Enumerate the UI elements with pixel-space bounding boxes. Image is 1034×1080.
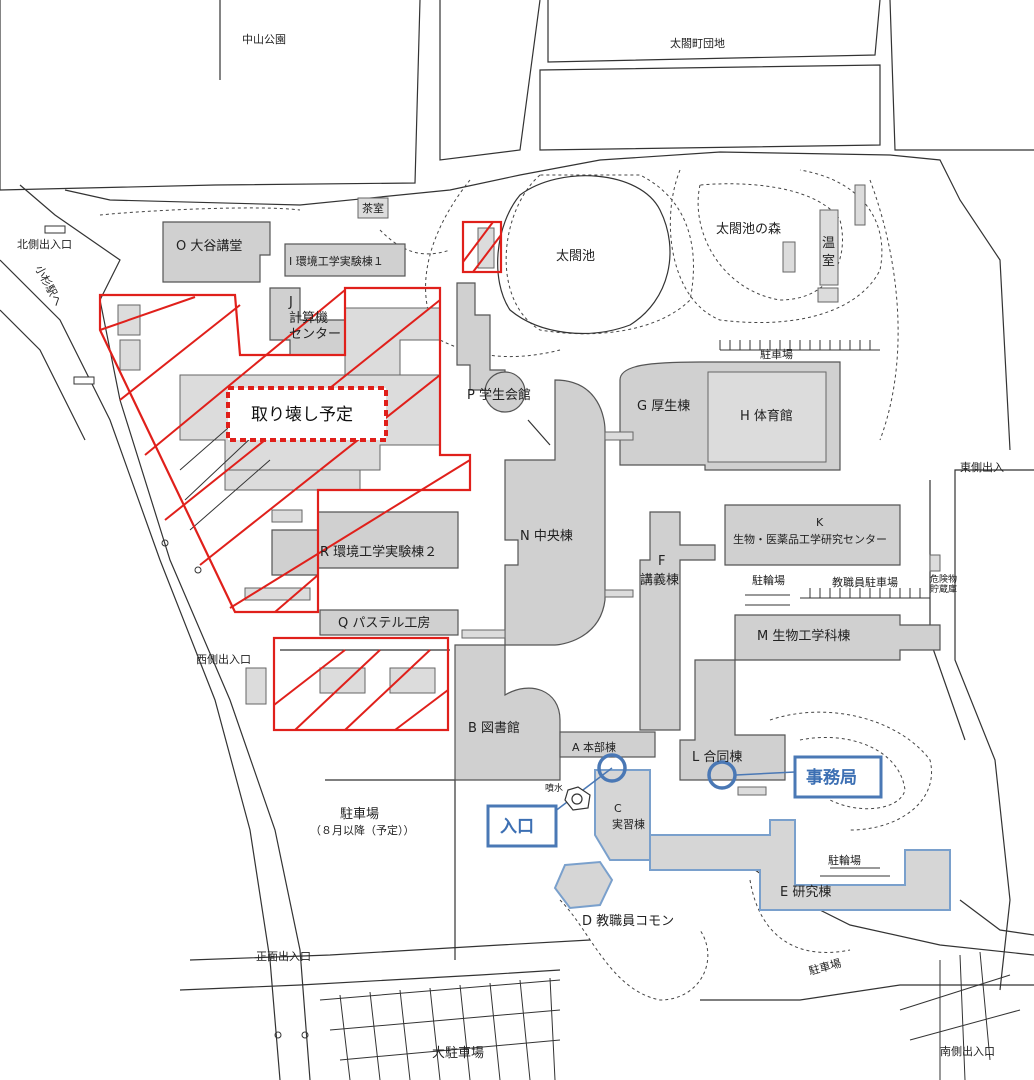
building-e-label: E 研究棟	[780, 885, 831, 900]
labels: 中山公園 太閤町団地 北側出入口 小杉駅へ 東側出入 西側出入口 正面出入口 南…	[17, 33, 1004, 1061]
building-a-label: A 本部棟	[572, 740, 616, 754]
kosugi-station-label: 小杉駅へ	[32, 263, 65, 308]
building-b-label: B 図書館	[468, 721, 520, 736]
big-parking-label: 大駐車場	[432, 1046, 484, 1061]
building-k-name: 生物・医薬品工学研究センター	[733, 532, 887, 546]
building-f-letter: F	[658, 554, 665, 569]
building-r-label: R 環境工学実験棟２	[320, 544, 437, 560]
building-j-name-1: 計算機	[289, 310, 328, 326]
nakayama-park-label: 中山公園	[242, 33, 286, 46]
demolition-label: 取り壊し予定	[251, 405, 353, 425]
bike-parking-e-label: 駐輪場	[828, 853, 861, 867]
building-j-letter: J	[288, 295, 293, 310]
city-blocks	[0, 0, 1034, 191]
building-l-label: L 合同棟	[692, 750, 742, 765]
north-entrance-label: 北側出入口	[17, 237, 72, 251]
building-f-name: 講義棟	[640, 572, 679, 588]
greenhouse-label-1: 温	[822, 236, 835, 251]
south-entrance-label: 南側出入口	[940, 1044, 995, 1058]
taiko-pond	[497, 175, 671, 334]
entrance-callout-label: 入口	[500, 817, 534, 837]
fountain-label: 噴水	[545, 782, 563, 794]
office-callout: 事務局	[793, 755, 883, 799]
entrance-callout: 入口	[486, 804, 558, 848]
building-j-name-2: センター	[289, 327, 341, 342]
office-callout-label: 事務局	[806, 767, 857, 788]
demolition-area	[98, 220, 503, 732]
taiko-forest-label: 太閤池の森	[716, 222, 781, 237]
building-m-label: M 生物工学科棟	[757, 628, 850, 644]
building-o-label: O 大谷講堂	[176, 238, 242, 254]
west-parking-label: 駐車場	[340, 807, 379, 822]
building-d-label: D 教職員コモン	[582, 913, 674, 929]
building-h-label: H 体育館	[740, 408, 793, 424]
gym-parking-label: 駐車場	[760, 347, 793, 361]
greenhouse-label-2: 室	[822, 253, 835, 269]
building-k-letter: K	[816, 516, 824, 529]
building-n-label: N 中央棟	[520, 529, 573, 544]
west-parking-note: （８月以降（予定））	[310, 823, 415, 837]
contour-lines	[99, 169, 932, 1001]
crossing-icon	[44, 225, 95, 385]
building-i-label: I 環境工学実験棟１	[289, 254, 384, 268]
hazard-storage-label-2: 貯蔵庫	[930, 583, 957, 595]
south-parking-label: 駐車場	[807, 956, 842, 978]
tea-room-label: 茶室	[362, 201, 384, 215]
building-q-label: Q パステル工房	[338, 615, 430, 631]
west-entrance-label: 西側出入口	[196, 652, 251, 666]
buildings-layer	[117, 184, 951, 911]
parking-stripes	[179, 340, 1021, 1080]
building-c-name: 実習棟	[612, 817, 645, 831]
east-entrance-label: 東側出入	[960, 460, 1004, 474]
fountain-icon	[564, 786, 591, 811]
building-c-letter: C	[614, 802, 622, 815]
front-entrance-label: 正面出入口	[256, 949, 311, 963]
taiko-danchi-label: 太閤町団地	[670, 37, 725, 50]
bike-parking-k-label: 駐輪場	[752, 573, 785, 587]
building-p-label: P 学生会館	[467, 387, 531, 403]
staff-parking-label: 教職員駐車場	[832, 575, 898, 589]
taiko-pond-label: 太閤池	[556, 249, 595, 264]
tree-icon	[161, 539, 309, 1039]
callout-lines	[549, 753, 796, 816]
hazard-storage-label-1: 危険物	[930, 573, 957, 585]
building-g-label: G 厚生棟	[637, 399, 690, 414]
